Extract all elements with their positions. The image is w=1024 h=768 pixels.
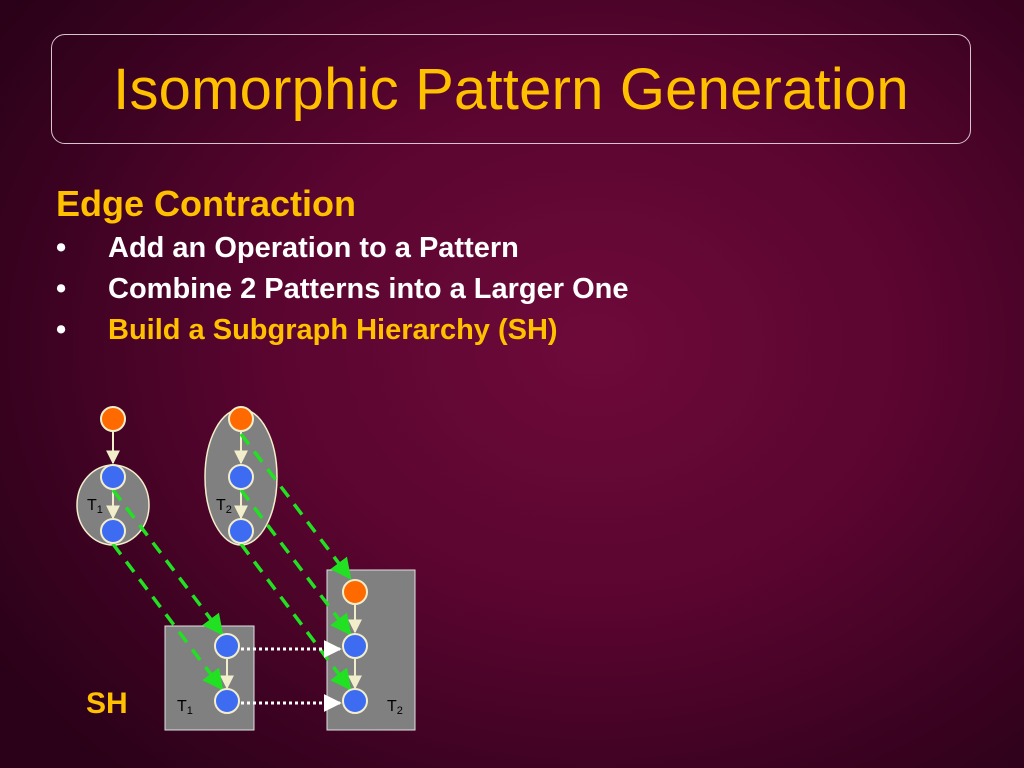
blue-node [342, 688, 368, 714]
slide-title: Isomorphic Pattern Generation [113, 56, 909, 122]
blue-node [228, 518, 254, 544]
bullet-text: Combine 2 Patterns into a Larger One [108, 273, 629, 305]
t2-label: T2 [216, 497, 232, 516]
label-sub: 2 [225, 504, 232, 516]
blue-node [100, 518, 126, 544]
sh-t1-label: T1 [177, 698, 193, 717]
blue-node [214, 688, 240, 714]
label-sub: 1 [96, 504, 103, 516]
label-base: T [177, 698, 187, 715]
orange-node [342, 579, 368, 605]
sh-label: SH [86, 687, 128, 720]
blue-node [100, 464, 126, 490]
bullet-dot: • [56, 314, 67, 346]
title-frame: Isomorphic Pattern Generation [51, 34, 971, 144]
sh-t2-label: T2 [387, 698, 403, 717]
label-base: T [87, 497, 97, 514]
label-base: T [216, 497, 226, 514]
mapping-arrow [239, 542, 352, 691]
bullet-text: Build a Subgraph Hierarchy (SH) [108, 314, 558, 346]
bullet-dot: • [56, 273, 67, 305]
bullet-dot: • [56, 232, 67, 264]
mapping-arrow [111, 542, 224, 691]
orange-node [228, 406, 254, 432]
mapping-arrow [239, 432, 352, 580]
blue-node [228, 464, 254, 490]
blue-node [214, 633, 240, 659]
t1-label: T1 [87, 497, 103, 516]
mapping-arrow [111, 488, 224, 636]
label-base: T [387, 698, 397, 715]
section-heading: Edge Contraction [56, 183, 357, 224]
blue-node [342, 633, 368, 659]
label-sub: 2 [396, 705, 403, 717]
label-sub: 1 [186, 705, 193, 717]
orange-node [100, 406, 126, 432]
bullet-text: Add an Operation to a Pattern [108, 232, 519, 264]
mapping-arrow [239, 488, 352, 636]
